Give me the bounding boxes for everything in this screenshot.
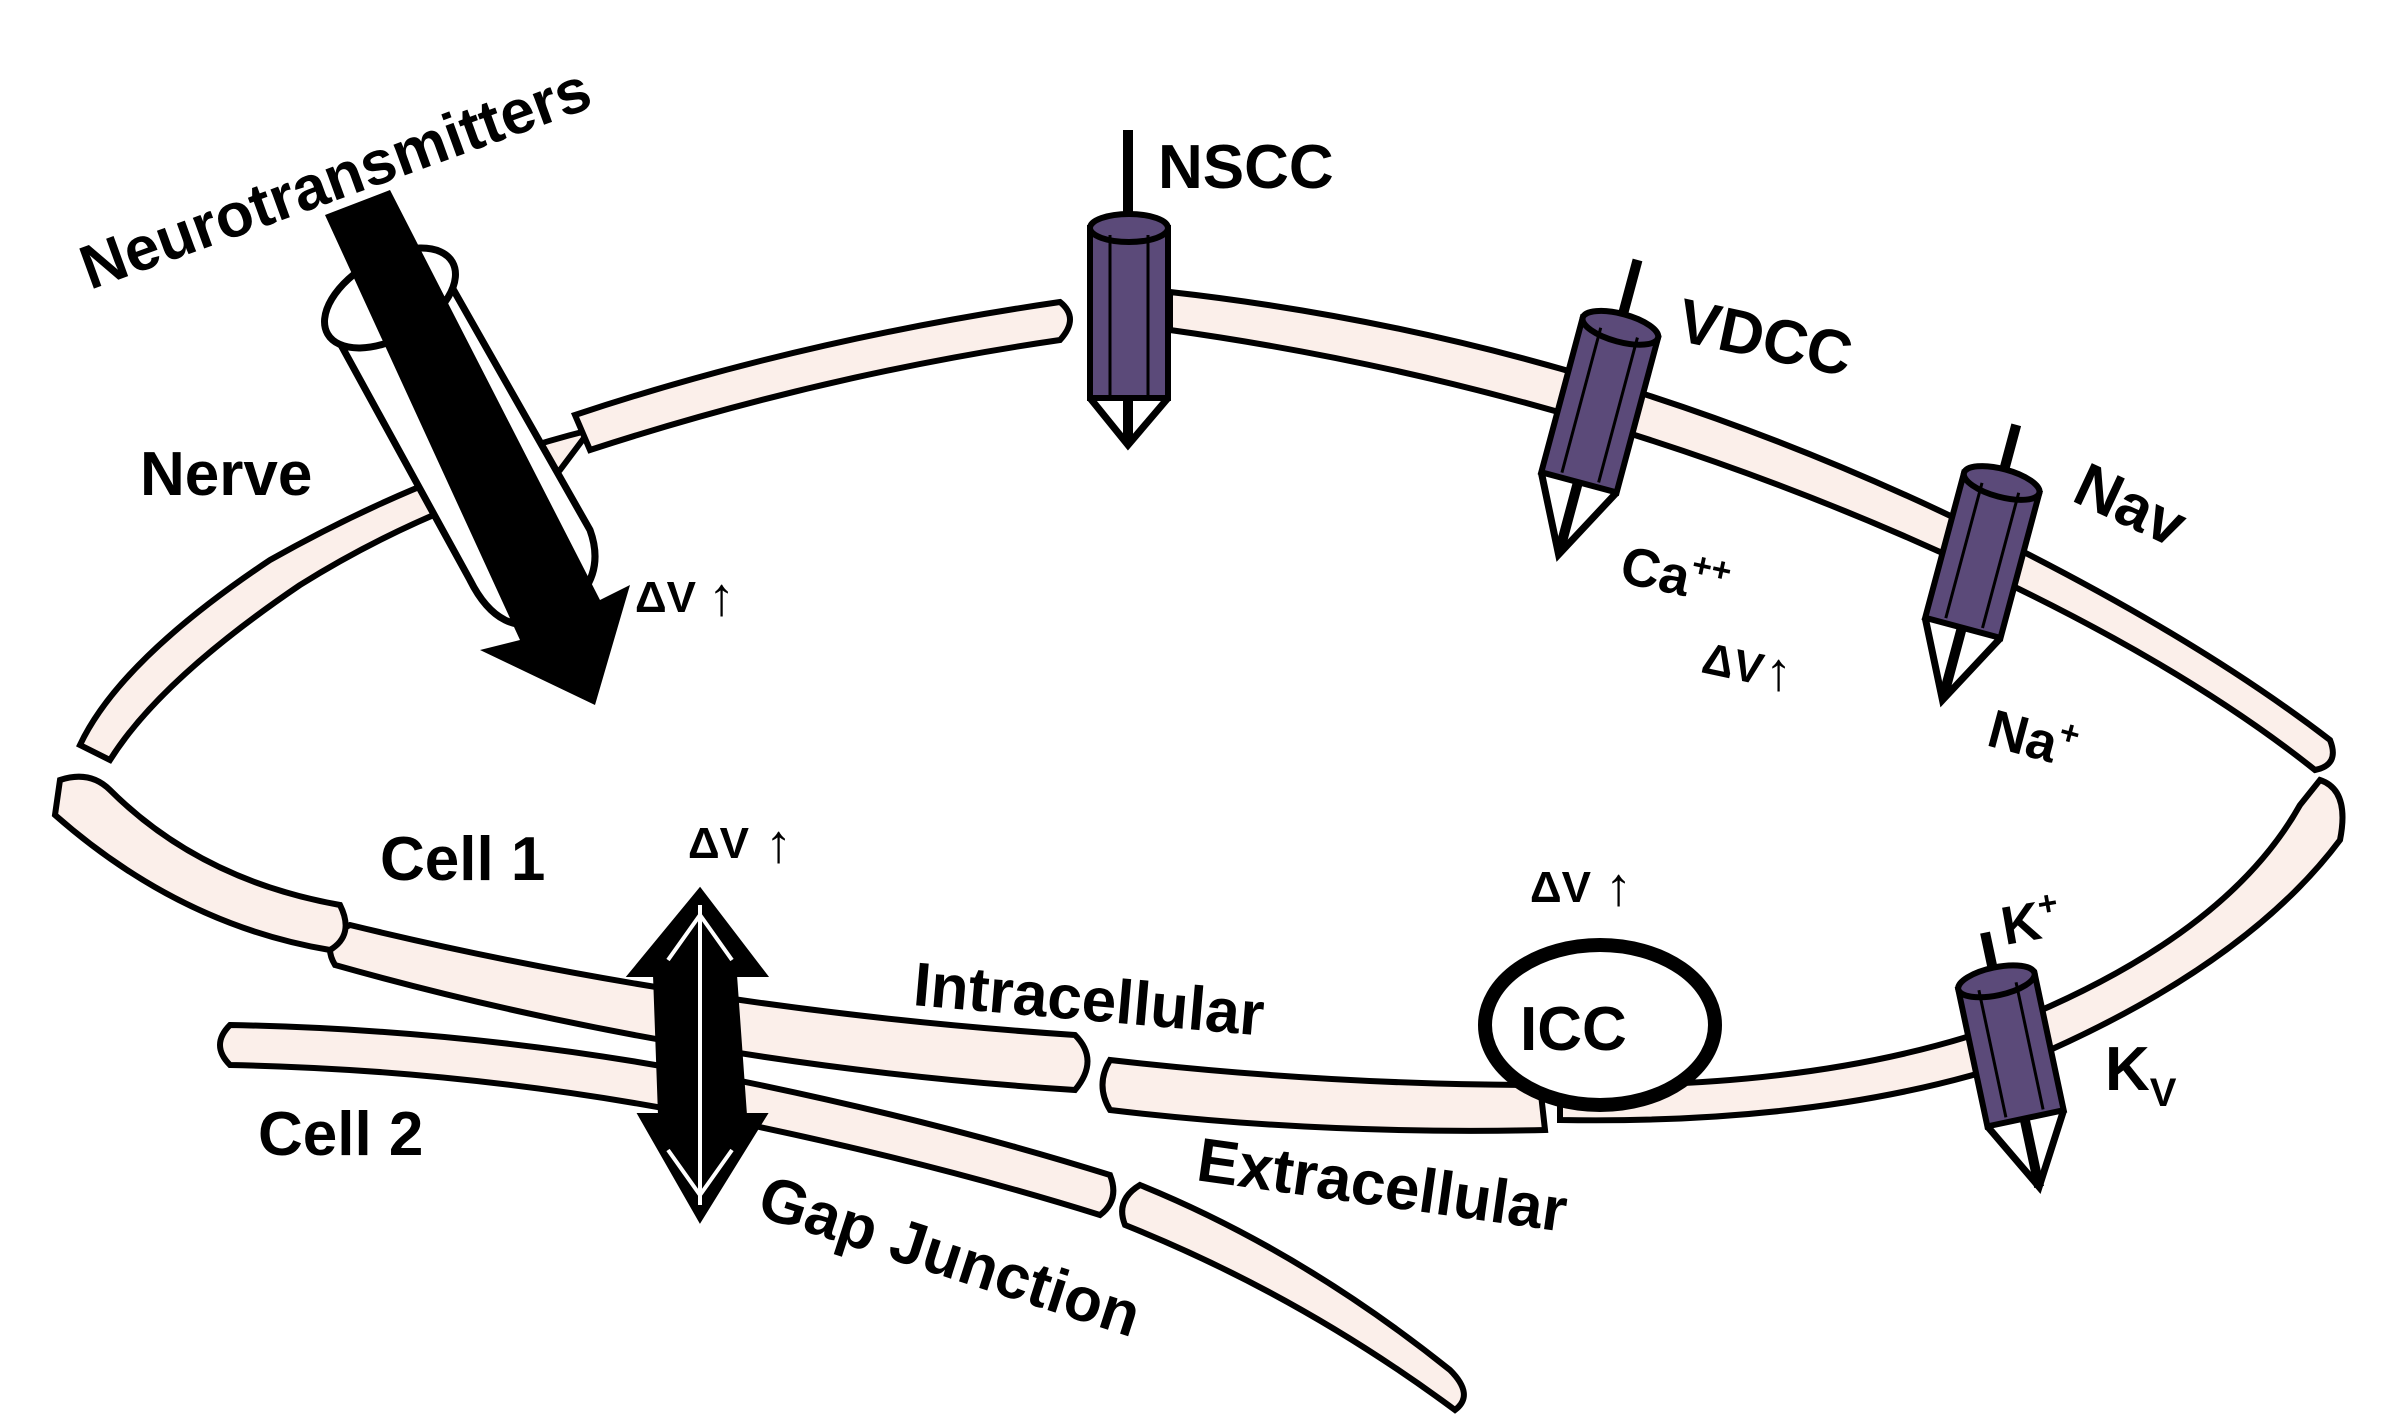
svg-text:ΔV: ΔV bbox=[1698, 634, 1768, 695]
delta-v-nerve: ΔV ↑ bbox=[635, 567, 735, 627]
vdcc-channel bbox=[1537, 258, 1662, 562]
icc-label: ICC bbox=[1520, 995, 1627, 1064]
extracellular-label: Extracellular bbox=[1193, 1126, 1571, 1246]
svg-text:↑: ↑ bbox=[765, 814, 792, 874]
membrane-segment-bottom-right bbox=[1099, 1056, 1549, 1134]
neurotransmitter-arrow bbox=[325, 190, 630, 705]
cell2-segment-right bbox=[1119, 1181, 1467, 1414]
svg-text:ΔV: ΔV bbox=[635, 573, 697, 622]
cell2-label: Cell 2 bbox=[258, 1100, 423, 1169]
cell-membrane bbox=[51, 288, 2346, 1134]
membrane-segment-top-right bbox=[1167, 288, 2336, 774]
membrane-segment-bottom-left bbox=[51, 773, 349, 954]
svg-text:ΔV: ΔV bbox=[688, 819, 750, 868]
svg-text:↑: ↑ bbox=[1765, 642, 1792, 702]
neurotransmitters-label: Neurotransmitters bbox=[71, 54, 600, 303]
delta-v-vdcc: ΔV ↑ bbox=[1698, 634, 1792, 702]
delta-v-icc: ΔV ↑ bbox=[1530, 857, 1632, 917]
ca-ion-label: Ca++ bbox=[1616, 531, 1736, 616]
vdcc-label: VDCC bbox=[1672, 286, 1858, 390]
nav-channel bbox=[1921, 423, 2044, 708]
icc-cell bbox=[1478, 938, 1722, 1112]
svg-text:↑: ↑ bbox=[1605, 857, 1632, 917]
svg-text:↑: ↑ bbox=[708, 567, 735, 627]
nerve-label: Nerve bbox=[140, 440, 312, 509]
cell1-label: Cell 1 bbox=[380, 825, 545, 894]
nscc-label: NSCC bbox=[1158, 133, 1334, 202]
na-ion-label: Na+ bbox=[1982, 695, 2084, 780]
nav-label: Nav bbox=[2064, 450, 2197, 561]
k-ion-label: K+ bbox=[1996, 884, 2065, 957]
svg-text:ΔV: ΔV bbox=[1530, 863, 1592, 912]
gap-junction-arrow bbox=[625, 886, 770, 1224]
nscc-channel bbox=[1087, 130, 1171, 451]
delta-v-gap: ΔV ↑ bbox=[688, 814, 792, 874]
kv-channel bbox=[1954, 931, 2068, 1194]
cell2-segment-left bbox=[217, 1021, 1117, 1219]
membrane-segment-top-mid bbox=[570, 298, 1073, 454]
kv-label: KV bbox=[2105, 1035, 2177, 1115]
cell2-membrane bbox=[217, 1021, 1467, 1414]
